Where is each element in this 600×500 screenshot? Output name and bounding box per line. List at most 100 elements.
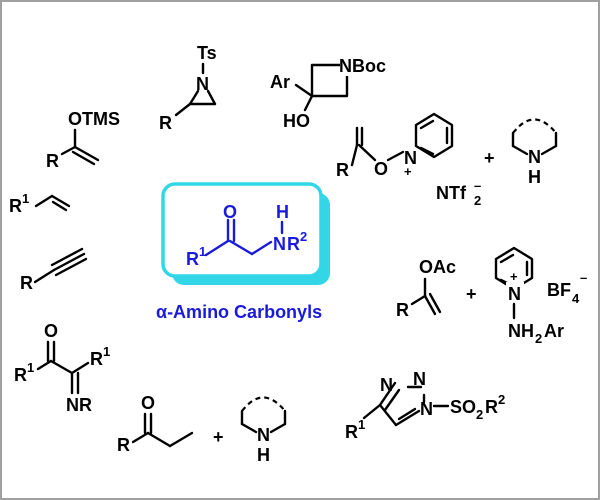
so2-label: SO xyxy=(450,397,476,417)
bond xyxy=(34,194,54,208)
plus-sign-bottom: + xyxy=(213,427,224,447)
bond xyxy=(378,403,398,427)
mask xyxy=(340,54,420,76)
bond xyxy=(50,194,71,208)
r1b-label: R xyxy=(90,349,103,369)
nh2ar-sub: 2 xyxy=(535,331,542,346)
triazole-n2: N xyxy=(413,369,426,389)
amine-h-bottom: H xyxy=(257,445,270,465)
enol-acetate-group: OAc R xyxy=(396,257,456,320)
aziridine-r: R xyxy=(159,113,172,133)
aziridine-group: Ts N R xyxy=(159,43,217,133)
alkene-r: R xyxy=(9,196,22,216)
cyclic-amine-bottom: N H xyxy=(240,396,287,465)
ar-label: Ar xyxy=(270,72,290,92)
r1-sup: 1 xyxy=(199,244,206,259)
bond xyxy=(362,403,382,420)
bond xyxy=(397,407,417,421)
r2-sup: 2 xyxy=(300,229,307,244)
azetidine-ring xyxy=(310,63,349,98)
ntf-label: NTf xyxy=(436,183,467,203)
alkene-r-sup: 1 xyxy=(22,191,29,206)
alkyne-r: R xyxy=(20,273,33,293)
triazole-n1: N xyxy=(380,375,393,395)
bond xyxy=(54,257,88,277)
pyridinium-enol-group: O N + R NTf 2 – xyxy=(336,112,481,208)
bond xyxy=(394,409,421,427)
bf4-sub: 4 xyxy=(572,291,580,306)
so2-sub: 2 xyxy=(476,407,483,422)
bond xyxy=(410,294,427,306)
bond xyxy=(146,431,172,448)
r1a-label: R xyxy=(14,365,27,385)
ntf-sub: 2 xyxy=(474,193,481,208)
enol-acetate-r: R xyxy=(396,300,409,320)
plus-sign-top: + xyxy=(484,148,495,168)
bond xyxy=(36,359,53,371)
pyridinium-plus: + xyxy=(404,164,412,179)
ho-label: HO xyxy=(283,111,310,131)
bond xyxy=(303,94,314,112)
ketone-group: O R xyxy=(117,393,194,455)
amine-h-top: H xyxy=(528,167,541,187)
triazole-r1: R xyxy=(345,422,358,442)
bf4-minus: – xyxy=(580,270,587,285)
bond xyxy=(419,119,435,130)
ketone-r: R xyxy=(117,435,130,455)
aminopyr-plus: + xyxy=(510,269,518,284)
bond xyxy=(419,146,435,156)
bond xyxy=(70,361,90,375)
nh2ar-b: Ar xyxy=(544,321,564,341)
r1b-sup: 1 xyxy=(103,344,110,359)
mask xyxy=(506,282,524,302)
dashed-ring xyxy=(512,118,557,134)
r2-label-tri: R xyxy=(485,397,498,417)
bond xyxy=(240,422,258,434)
bond xyxy=(50,247,84,267)
triazole-r1-sup: 1 xyxy=(358,417,365,432)
bond xyxy=(206,89,217,106)
dashed-ring xyxy=(241,396,286,412)
bond xyxy=(52,252,86,272)
bond xyxy=(269,422,287,434)
ts-label: Ts xyxy=(197,43,217,63)
bond xyxy=(350,143,359,167)
bond xyxy=(386,150,405,162)
pyridine-ring xyxy=(414,112,454,159)
alkyne-group: R xyxy=(20,247,88,293)
amine-h: H xyxy=(276,202,289,222)
cyclic-amine-top: N H xyxy=(511,118,558,187)
bond xyxy=(499,253,515,264)
triazole-group: N N N R 1 SO 2 R 2 xyxy=(345,369,505,442)
silyl-r: R xyxy=(46,151,59,171)
bond xyxy=(33,268,56,284)
ntf-minus: – xyxy=(474,178,481,193)
bond xyxy=(168,431,194,448)
bond xyxy=(511,144,529,156)
azetidine-group: NBoc Ar HO xyxy=(270,54,420,131)
nh2ar-a: NH xyxy=(508,321,534,341)
bond xyxy=(204,239,230,257)
bond xyxy=(60,145,77,156)
silyl-enol-group: OTMS R xyxy=(46,109,120,171)
r1-label: R xyxy=(186,249,199,269)
bond xyxy=(250,240,273,256)
amine-n: N xyxy=(273,234,286,254)
otms-label: OTMS xyxy=(68,109,120,129)
bond xyxy=(73,145,100,162)
bond xyxy=(174,102,192,117)
center-product-group: O H N R 2 R 1 α-Amino Carbonyls xyxy=(156,182,330,322)
center-box xyxy=(161,182,323,278)
bond xyxy=(540,144,558,156)
bond xyxy=(131,431,150,444)
ketone-o: O xyxy=(141,393,155,413)
bond xyxy=(378,381,397,407)
pyr-enol-r: R xyxy=(336,160,349,180)
amine-n-bottom: N xyxy=(257,425,270,445)
bond xyxy=(71,150,96,166)
bond xyxy=(294,83,314,98)
plus-sign-mid: + xyxy=(466,284,477,304)
r1a-sup: 1 xyxy=(27,360,34,375)
